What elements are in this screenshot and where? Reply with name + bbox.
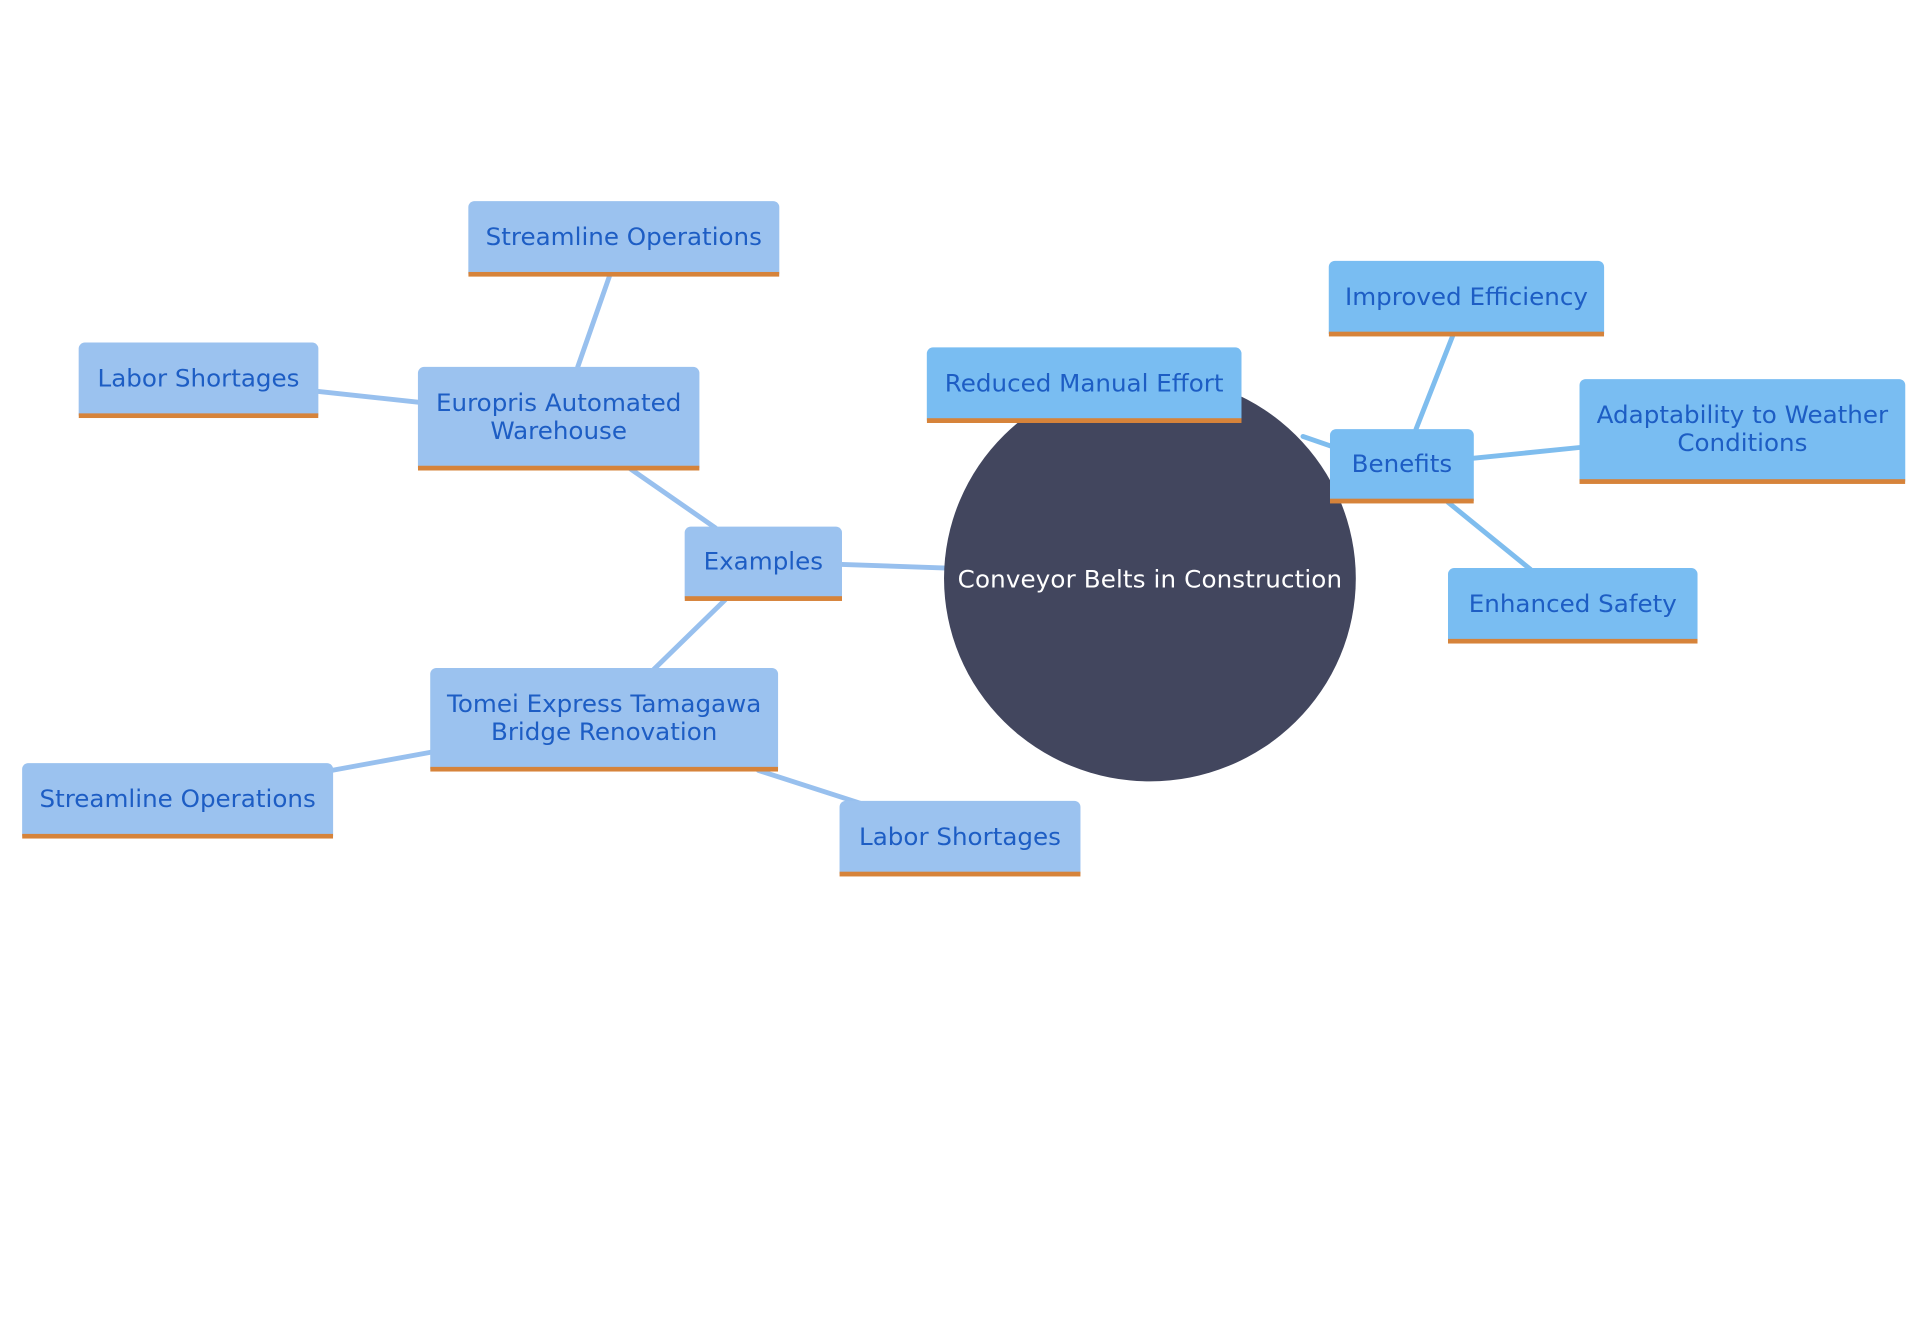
enhanced-safety-node: Enhanced Safety (1447, 568, 1698, 644)
europris-label-line2: Warehouse (490, 415, 627, 445)
europris-label-line1: Europris Automated (435, 387, 682, 417)
europris-labor-label: Labor Shortages (97, 362, 300, 392)
improved-efficiency-label: Improved Efficiency (1344, 280, 1588, 311)
edge-root-examples (839, 561, 949, 571)
europris-node: Europris Automated Warehouse (417, 366, 700, 471)
edge-examples-europris (626, 465, 718, 531)
benefits-node: Benefits (1329, 429, 1474, 504)
tomei-labor-node: Labor Shortages (839, 800, 1081, 877)
europris-streamline-label: Streamline Operations (485, 221, 762, 251)
edge-benefits-efficiency (1413, 332, 1456, 432)
root-node: Conveyor Belts in Construction (944, 375, 1356, 782)
edge-europris-streamline (575, 273, 613, 370)
edge-root-benefits (1300, 433, 1334, 449)
edge-tomei-streamline (329, 749, 434, 773)
adaptability-label-line1: Adaptability to Weather (1596, 399, 1889, 430)
edge-benefits-adaptability (1470, 444, 1584, 461)
tomei-label-line2: Bridge Renovation (490, 716, 718, 746)
tomei-streamline-node: Streamline Operations (22, 763, 334, 839)
tomei-node: Tomei Express Tamagawa Bridge Renovation (430, 668, 779, 772)
edge-examples-tomei (651, 597, 728, 672)
tomei-label: Tomei Express Tamagawa Bridge Renovation (447, 689, 761, 745)
reduced-manual-effort-node: Reduced Manual Effort (926, 347, 1242, 423)
europris-streamline-node: Streamline Operations (468, 201, 780, 277)
improved-efficiency-node: Improved Efficiency (1328, 260, 1605, 337)
edge-benefits-safety (1445, 499, 1533, 572)
connector-lines (314, 273, 1584, 806)
adaptability-node: Adaptability to Weather Conditions (1579, 379, 1906, 484)
reduced-manual-effort-label: Reduced Manual Effort (944, 367, 1224, 397)
benefits-label: Benefits (1351, 448, 1453, 478)
tomei-label-line1: Tomei Express Tamagawa (447, 688, 762, 718)
tomei-labor-label: Labor Shortages (859, 820, 1061, 851)
root-label: Conveyor Belts in Construction (957, 563, 1343, 594)
tomei-streamline-label: Streamline Operations (39, 783, 316, 813)
adaptability-label: Adaptability to Weather Conditions (1596, 399, 1889, 458)
edge-europris-labor (314, 388, 422, 405)
examples-label: Examples (703, 546, 824, 576)
adaptability-label-line2: Conditions (1677, 427, 1808, 458)
examples-node: Examples (684, 526, 843, 601)
edge-tomei-labor (755, 767, 863, 806)
enhanced-safety-label: Enhanced Safety (1468, 588, 1677, 618)
europris-label: Europris Automated Warehouse (436, 388, 681, 444)
europris-labor-node: Labor Shortages (78, 342, 319, 419)
